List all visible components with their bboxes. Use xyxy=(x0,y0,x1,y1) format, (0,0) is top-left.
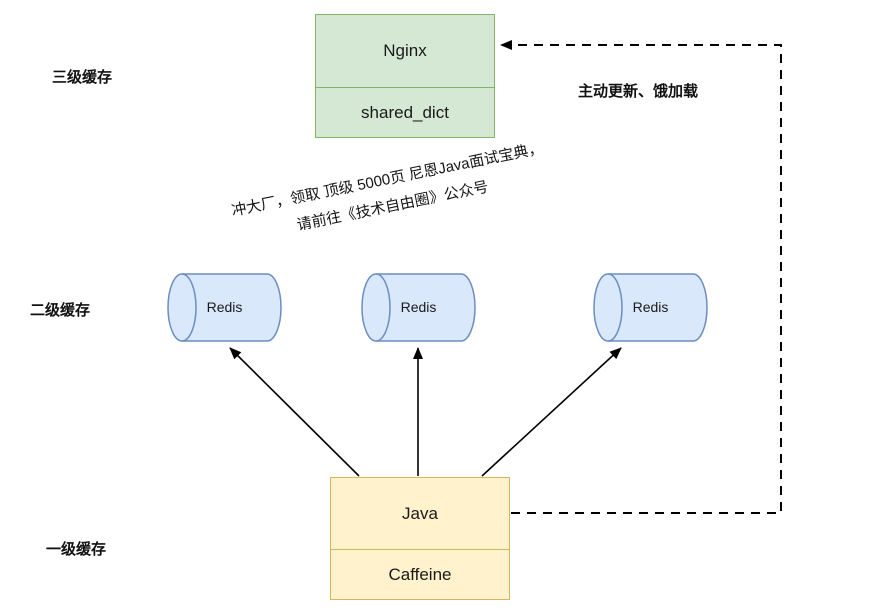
arrow-java-to-redis-1 xyxy=(229,347,360,477)
label-l2-cache: 二级缓存 xyxy=(30,302,91,319)
nginx-box: Nginx shared_dict xyxy=(315,14,495,138)
arrow-java-to-redis-3 xyxy=(481,347,622,477)
redis-label-2: Redis xyxy=(400,299,437,315)
java-title: Java xyxy=(331,478,509,550)
arrow-java-to-nginx-dashed xyxy=(500,40,782,514)
label-l3-cache: 三级缓存 xyxy=(52,69,113,86)
redis-label-1: Redis xyxy=(206,299,243,315)
label-l1-cache: 一级缓存 xyxy=(46,541,107,558)
redis-cylinder-2 xyxy=(361,273,476,342)
java-box: Java Caffeine xyxy=(330,477,510,600)
dashed-arrow-annotation: 主动更新、饿加载 xyxy=(578,83,699,100)
nginx-shared-dict-label: shared_dict xyxy=(361,102,449,122)
redis-cylinder-1 xyxy=(167,273,282,342)
nginx-title: Nginx xyxy=(316,15,494,88)
redis-label-3: Redis xyxy=(632,299,669,315)
redis-cylinder-3 xyxy=(593,273,708,342)
caffeine-label: Caffeine xyxy=(388,564,452,584)
